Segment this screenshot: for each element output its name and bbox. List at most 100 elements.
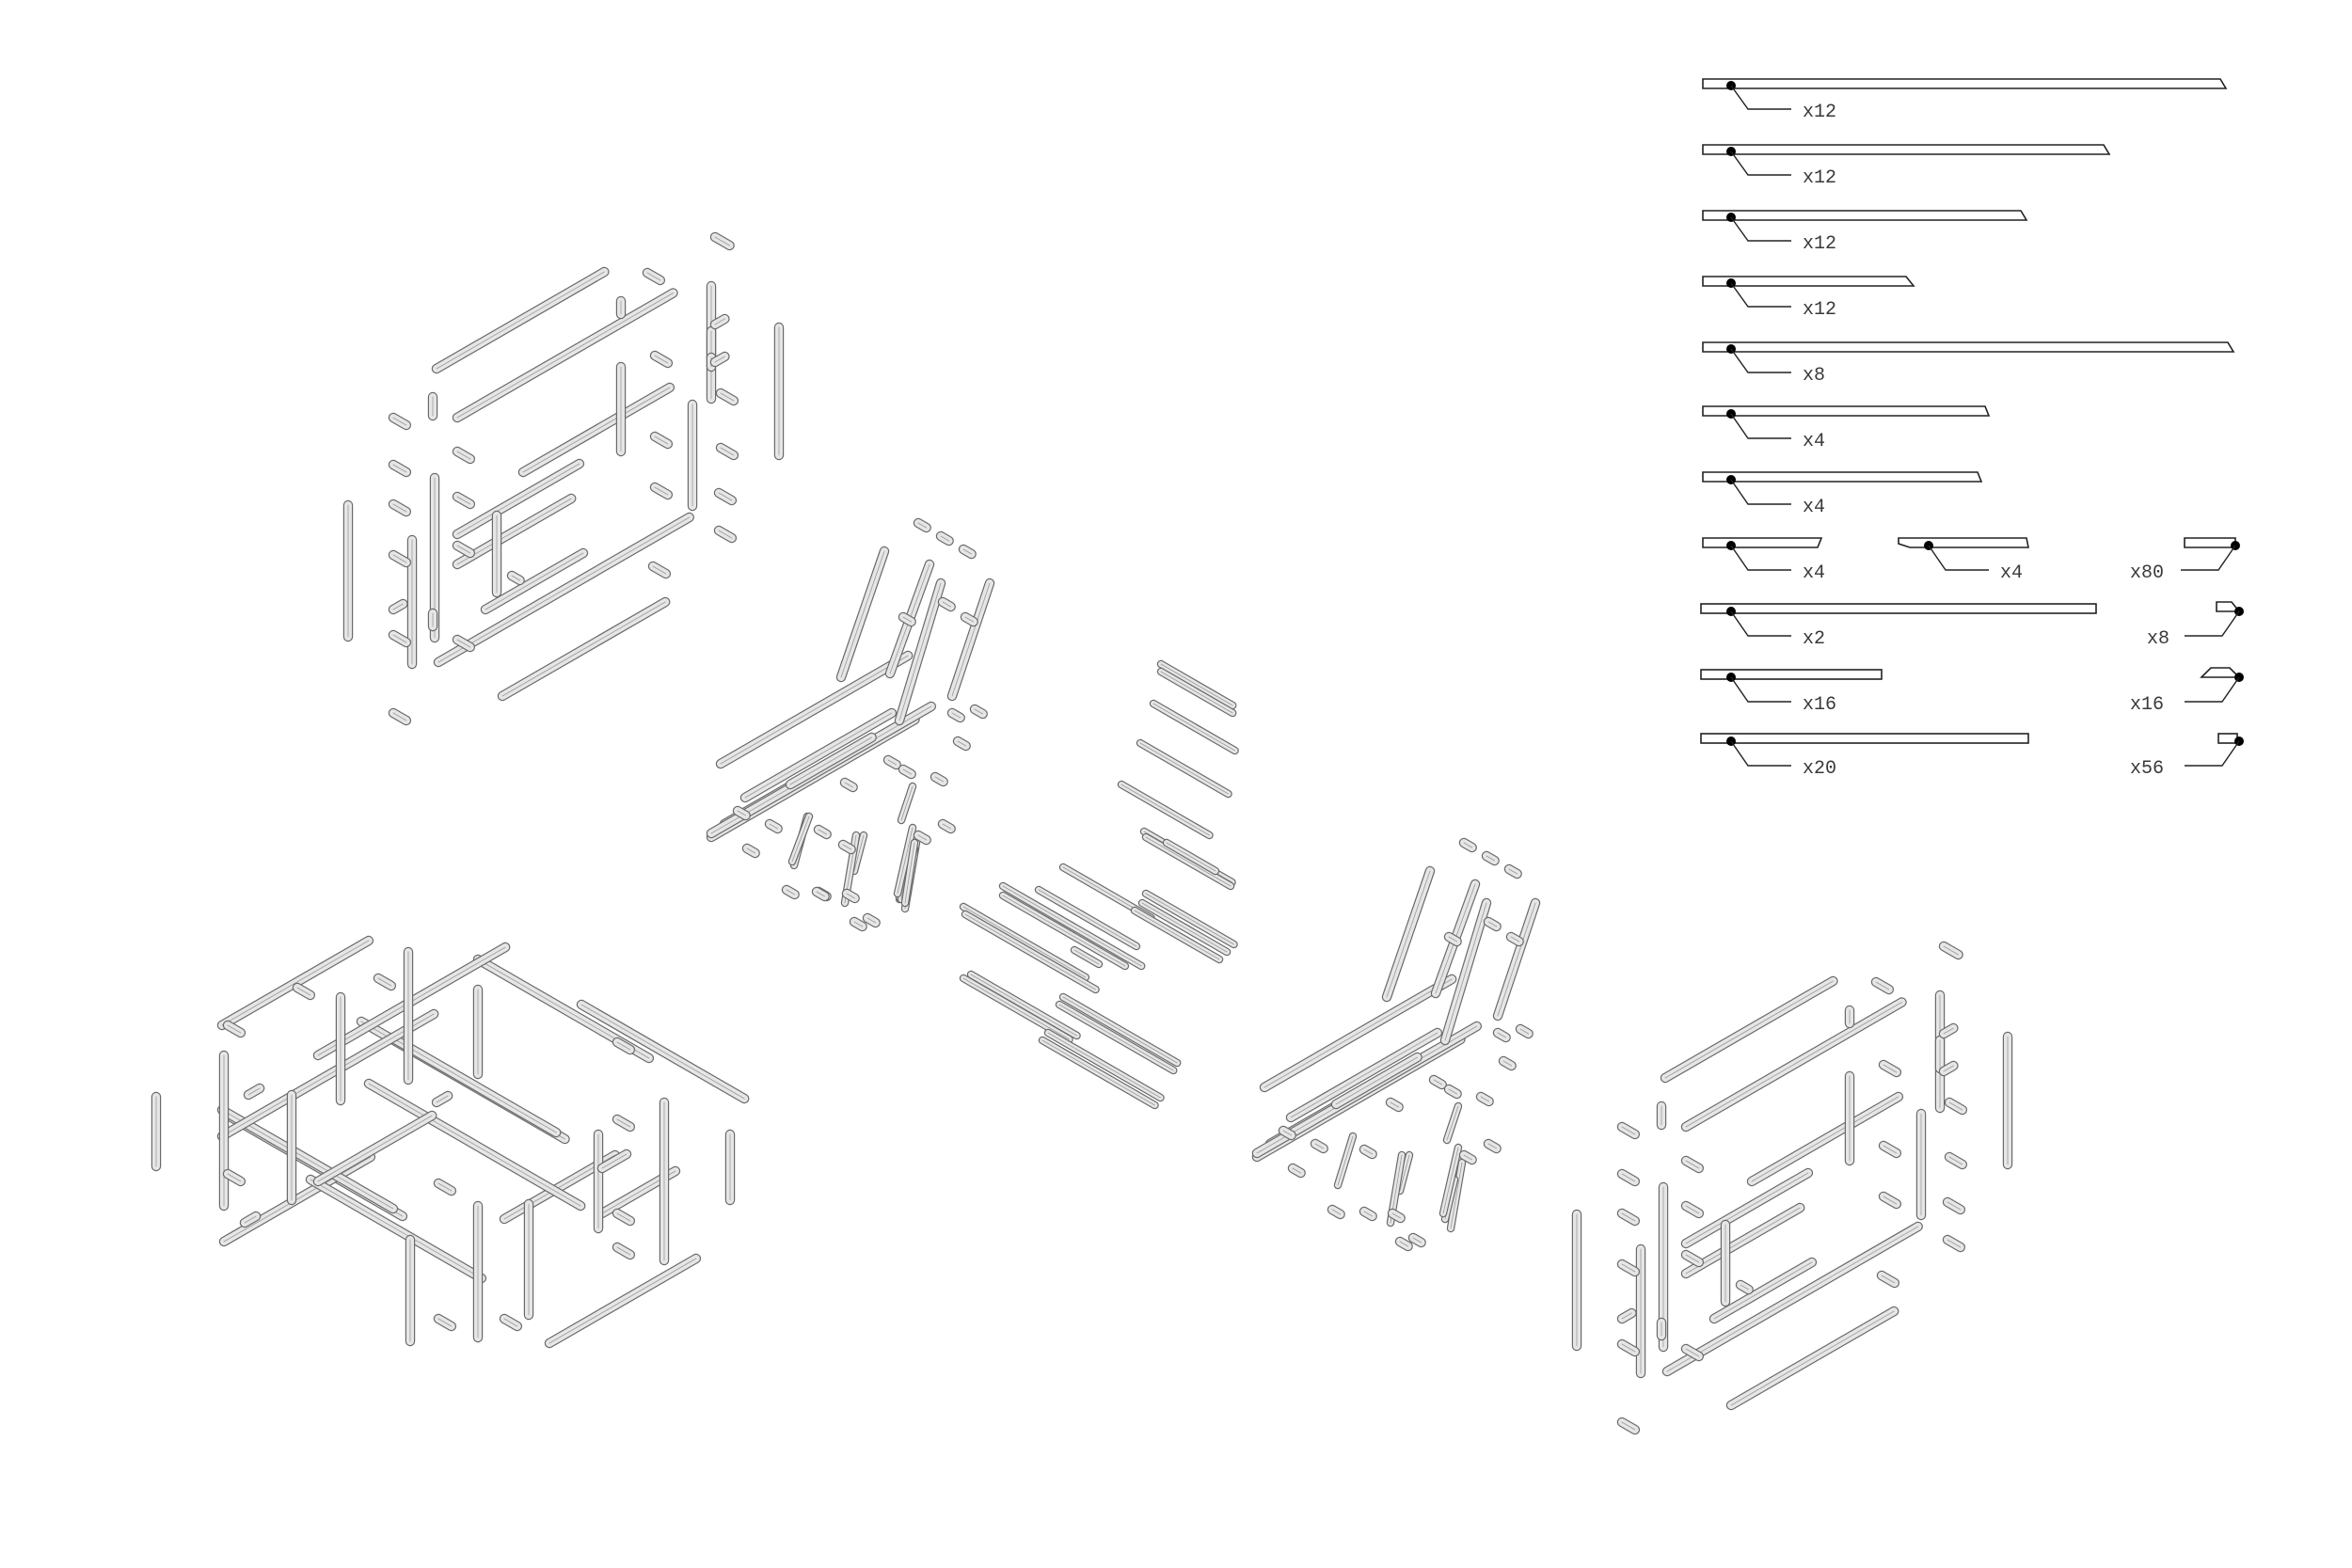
frame-member (946, 707, 965, 723)
frame-member (388, 549, 412, 568)
frame-member (959, 902, 1090, 982)
frame-member (1443, 1084, 1462, 1100)
frame-member (882, 754, 901, 770)
frame-member (900, 838, 919, 908)
frame-member (612, 1114, 636, 1132)
tapered-member-shape (1702, 144, 2111, 155)
frame-member (544, 1253, 702, 1349)
frame-member (709, 351, 730, 368)
leader-line (1730, 545, 1791, 571)
frame-member (612, 1208, 636, 1227)
frame-member (1439, 897, 1492, 1046)
frame-member (612, 1242, 636, 1260)
frame-member (1483, 916, 1502, 932)
frame-member (1878, 1059, 1902, 1078)
legend-item: x12 (1702, 78, 2228, 123)
frame-member (1428, 1074, 1447, 1090)
frame-member (452, 446, 476, 465)
quantity-label: x16 (1803, 694, 1836, 716)
frame-member (1130, 906, 1224, 964)
tapered-member-shape (1702, 471, 1983, 483)
frame-member (1310, 1138, 1328, 1154)
frame-member (1407, 1232, 1426, 1248)
frame-member (713, 487, 738, 506)
frame-member (850, 831, 868, 876)
frame-member (1387, 1208, 1406, 1224)
legend-item: x20 (1700, 733, 2029, 780)
frame-member (1149, 699, 1239, 755)
leader-line (1730, 150, 1791, 176)
frame-member (894, 578, 946, 726)
frame-member (480, 547, 589, 615)
legend-item: x4 (1702, 405, 1991, 452)
frame-member (216, 1104, 399, 1214)
frame-member (898, 764, 916, 780)
frame-member (969, 704, 988, 720)
frame-member (1503, 863, 1522, 879)
frame-member (216, 1008, 439, 1142)
frame-member (1058, 992, 1182, 1068)
frame-member (218, 1151, 376, 1247)
legend-item: x12 (1702, 144, 2111, 189)
frame-member (1458, 837, 1477, 853)
frame-member (709, 231, 735, 251)
block-part-shape (2217, 733, 2238, 744)
legend-item: x4 (1702, 471, 1983, 518)
frame-member (1870, 976, 1895, 995)
frame-member (713, 525, 738, 544)
frame-member (1680, 1343, 1705, 1362)
frame-member (388, 598, 408, 615)
legend-item: x8 (1702, 341, 2235, 387)
frame-member (431, 1090, 453, 1108)
frame-member (952, 736, 971, 752)
frame-member (1395, 1150, 1414, 1196)
frame-member (897, 782, 917, 825)
quantity-label: x4 (2000, 562, 2023, 584)
quantity-label: x12 (1803, 102, 1836, 123)
frame-member (1938, 941, 1963, 960)
frame-member (1156, 659, 1237, 710)
frame-member (715, 388, 739, 406)
frame-member (913, 830, 931, 846)
legend-item: x4 (1702, 537, 1825, 584)
frame-member (1156, 667, 1237, 718)
tapered-member-shape (1702, 78, 2228, 89)
frame-member (642, 267, 666, 286)
frame-member (958, 544, 977, 560)
leader-line (1730, 610, 1791, 637)
frame-member (388, 459, 412, 478)
frame-member (913, 517, 931, 533)
frame-member (1938, 1022, 1959, 1039)
frame-member (452, 540, 476, 559)
frame-member (960, 611, 978, 627)
frame-member (1515, 1023, 1534, 1039)
legend-item: x2 (1700, 603, 2097, 650)
frame-member (388, 629, 412, 648)
frame-member (1616, 1417, 1641, 1435)
frame-member (373, 973, 397, 991)
frame-member (1055, 1000, 1178, 1075)
leader-line (2185, 740, 2240, 767)
frame-member (452, 491, 476, 510)
frame-member (1162, 838, 1220, 876)
frame-member (1616, 1259, 1641, 1277)
frame-member (1070, 945, 1104, 969)
frame-member (243, 1083, 265, 1101)
straight-member-shape (1700, 733, 2029, 744)
right-seat-frame-explosion (1251, 837, 1541, 1252)
leader-line (2185, 610, 2240, 637)
frame-member (835, 546, 890, 683)
frame-member (841, 888, 860, 904)
frame-member (452, 458, 585, 540)
frame-member (431, 266, 610, 374)
leader-line (1730, 740, 1791, 767)
lower-right-frame-explosion (1571, 941, 2013, 1435)
frame-member (715, 442, 739, 461)
quantity-label: x12 (1803, 233, 1836, 255)
frame-member (1944, 1151, 1968, 1170)
leader-line (1730, 676, 1791, 703)
frame-member (739, 707, 898, 803)
frame-member (946, 578, 995, 702)
frame-member (433, 512, 694, 668)
frame-member (1492, 1027, 1511, 1043)
